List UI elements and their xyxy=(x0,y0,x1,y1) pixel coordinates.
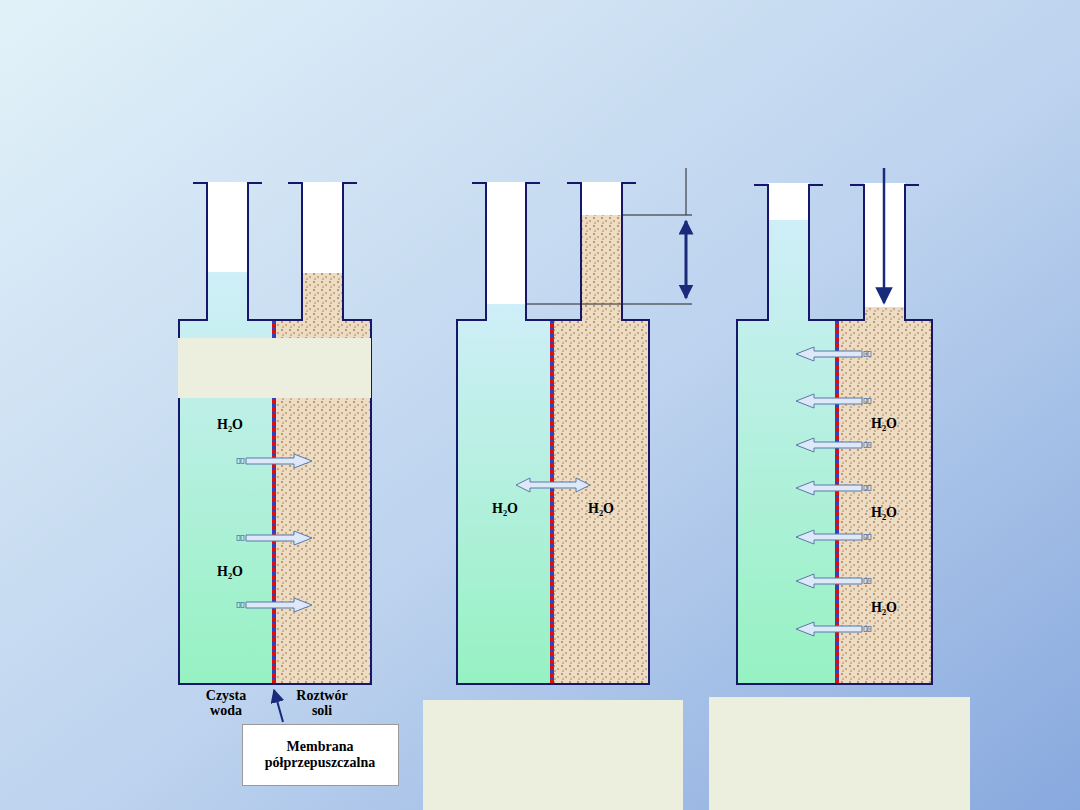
molecule-label: H₂O xyxy=(871,505,897,520)
molecule-label: H₂O xyxy=(588,501,614,516)
molecule-label: H₂O xyxy=(217,564,243,579)
callout-box: Membrana półprzepuszczalna xyxy=(242,724,399,786)
region-label: Roztwór soli xyxy=(289,688,355,718)
equilibrium-arrow xyxy=(516,478,590,492)
flow-arrow xyxy=(237,598,312,612)
callout-text: Membrana półprzepuszczalna xyxy=(250,739,390,771)
blank-panel xyxy=(709,697,970,810)
flow-arrow xyxy=(237,454,312,468)
flow-arrow xyxy=(796,347,871,361)
flow-arrow xyxy=(796,438,871,452)
flow-arrow xyxy=(796,530,871,544)
flow-arrow xyxy=(796,622,871,636)
tube-top-opening xyxy=(208,183,904,185)
molecule-label: H₂O xyxy=(217,417,243,432)
flow-arrow xyxy=(237,531,312,545)
molecule-label: H₂O xyxy=(492,501,518,516)
molecule-label: H₂O xyxy=(871,416,897,431)
leader-line xyxy=(274,690,283,722)
salt-solution xyxy=(274,273,371,684)
pure-water xyxy=(737,220,837,684)
molecule-label: H₂O xyxy=(871,600,897,615)
flow-arrow xyxy=(796,481,871,495)
region-label: Czysta woda xyxy=(193,688,259,718)
pressure-arrow xyxy=(883,168,886,303)
flow-arrow xyxy=(796,394,871,408)
pure-water xyxy=(179,272,274,684)
blank-panel xyxy=(178,338,371,398)
vessel-outline xyxy=(179,183,932,684)
flow-arrow xyxy=(796,574,871,588)
height-dimension xyxy=(526,168,692,304)
pure-water xyxy=(457,304,552,684)
salt-solution xyxy=(552,215,649,684)
blank-panel xyxy=(423,700,683,810)
